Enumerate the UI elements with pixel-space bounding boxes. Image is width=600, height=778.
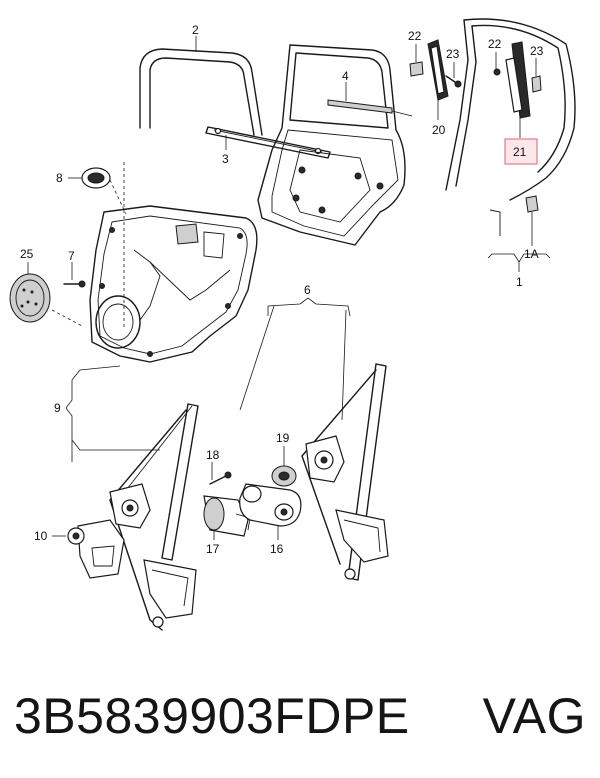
callout-16: 16 bbox=[270, 542, 284, 556]
part-9-group-bracket bbox=[65, 365, 160, 462]
callout-18: 18 bbox=[206, 448, 220, 462]
part-22-bracket-a bbox=[409, 44, 424, 77]
callout-9: 9 bbox=[54, 401, 61, 415]
callout-21-highlight bbox=[504, 138, 538, 165]
callout-25: 25 bbox=[20, 247, 34, 261]
part-22-bracket-b bbox=[493, 52, 501, 76]
callout-21: 21 bbox=[513, 145, 527, 159]
part-8-grommet bbox=[68, 167, 127, 215]
callout-3: 3 bbox=[222, 152, 229, 166]
callout-7: 7 bbox=[68, 249, 75, 263]
part-number: 3B5839903FDPE bbox=[14, 688, 410, 744]
part-2-window-seal bbox=[139, 36, 263, 136]
part-16-drive-unit bbox=[239, 483, 302, 540]
exploded-parts-diagram: 2 3 4 20 22 23 22 23 21 1A 1 8 25 7 6 9 … bbox=[9, 18, 576, 631]
callout-22-right: 22 bbox=[488, 37, 502, 51]
callout-23-left: 23 bbox=[446, 47, 460, 61]
callout-22-left: 22 bbox=[408, 29, 422, 43]
part-25-speaker-cover bbox=[9, 262, 83, 327]
callout-17: 17 bbox=[206, 542, 220, 556]
callout-1a: 1A bbox=[524, 247, 539, 261]
part-19-gear bbox=[271, 446, 297, 487]
part-4-trim-strip bbox=[327, 82, 413, 117]
part-20-guide-channel bbox=[427, 39, 449, 120]
callout-6: 6 bbox=[304, 283, 311, 297]
callout-labels: 2 3 4 20 22 23 22 23 21 1A 1 8 25 7 6 9 … bbox=[20, 23, 544, 556]
right-window-regulator bbox=[301, 363, 389, 581]
caption-bar: 3B5839903FDPE VAG bbox=[14, 676, 586, 756]
callout-10: 10 bbox=[34, 529, 48, 543]
callout-8: 8 bbox=[56, 171, 63, 185]
door-shell bbox=[257, 44, 406, 246]
part-6-group-bracket bbox=[239, 297, 351, 421]
door-module-carrier bbox=[89, 205, 258, 363]
callout-2: 2 bbox=[192, 23, 199, 37]
left-window-regulator bbox=[109, 403, 199, 631]
part-23-screw-a bbox=[445, 62, 462, 88]
part-1-bracket-group bbox=[487, 253, 551, 272]
part-7-screw bbox=[63, 262, 86, 288]
part-23-screw-b bbox=[531, 58, 542, 93]
part-1a-clip bbox=[525, 195, 539, 246]
part-17-bracket bbox=[203, 495, 251, 540]
callout-4: 4 bbox=[342, 69, 349, 83]
rear-guide-frame bbox=[445, 18, 576, 236]
part-21-guide-piece bbox=[505, 41, 531, 138]
callout-20: 20 bbox=[432, 123, 446, 137]
callout-1: 1 bbox=[516, 275, 523, 289]
callout-19: 19 bbox=[276, 431, 290, 445]
part-10-motor bbox=[52, 519, 125, 579]
callout-23-right: 23 bbox=[530, 44, 544, 58]
part-18-screw bbox=[209, 462, 232, 485]
part-3-guide-rail bbox=[205, 126, 331, 159]
brand-label: VAG bbox=[482, 688, 586, 744]
